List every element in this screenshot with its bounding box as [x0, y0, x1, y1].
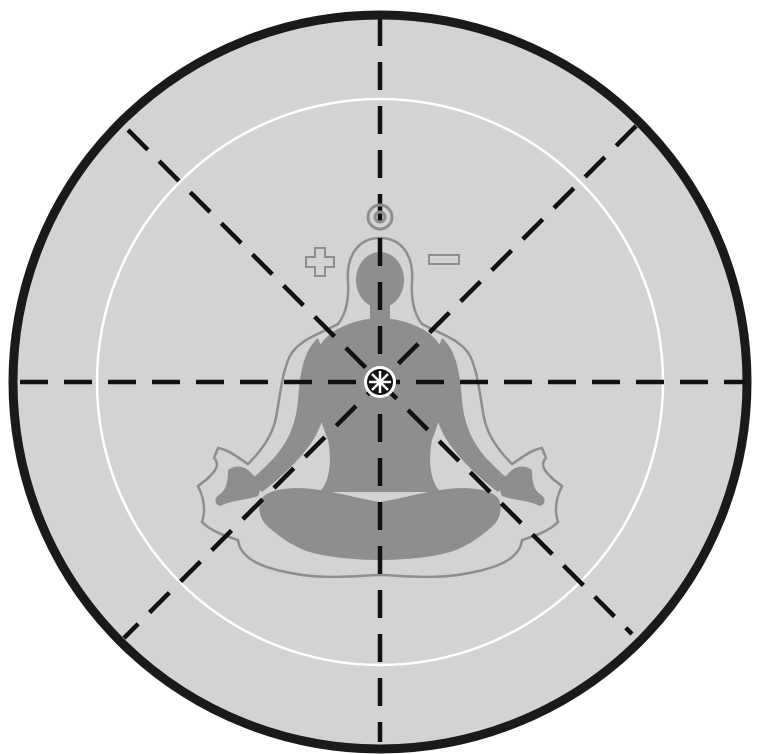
- asterisk-icon: [364, 366, 396, 398]
- minus-symbol: [429, 255, 459, 264]
